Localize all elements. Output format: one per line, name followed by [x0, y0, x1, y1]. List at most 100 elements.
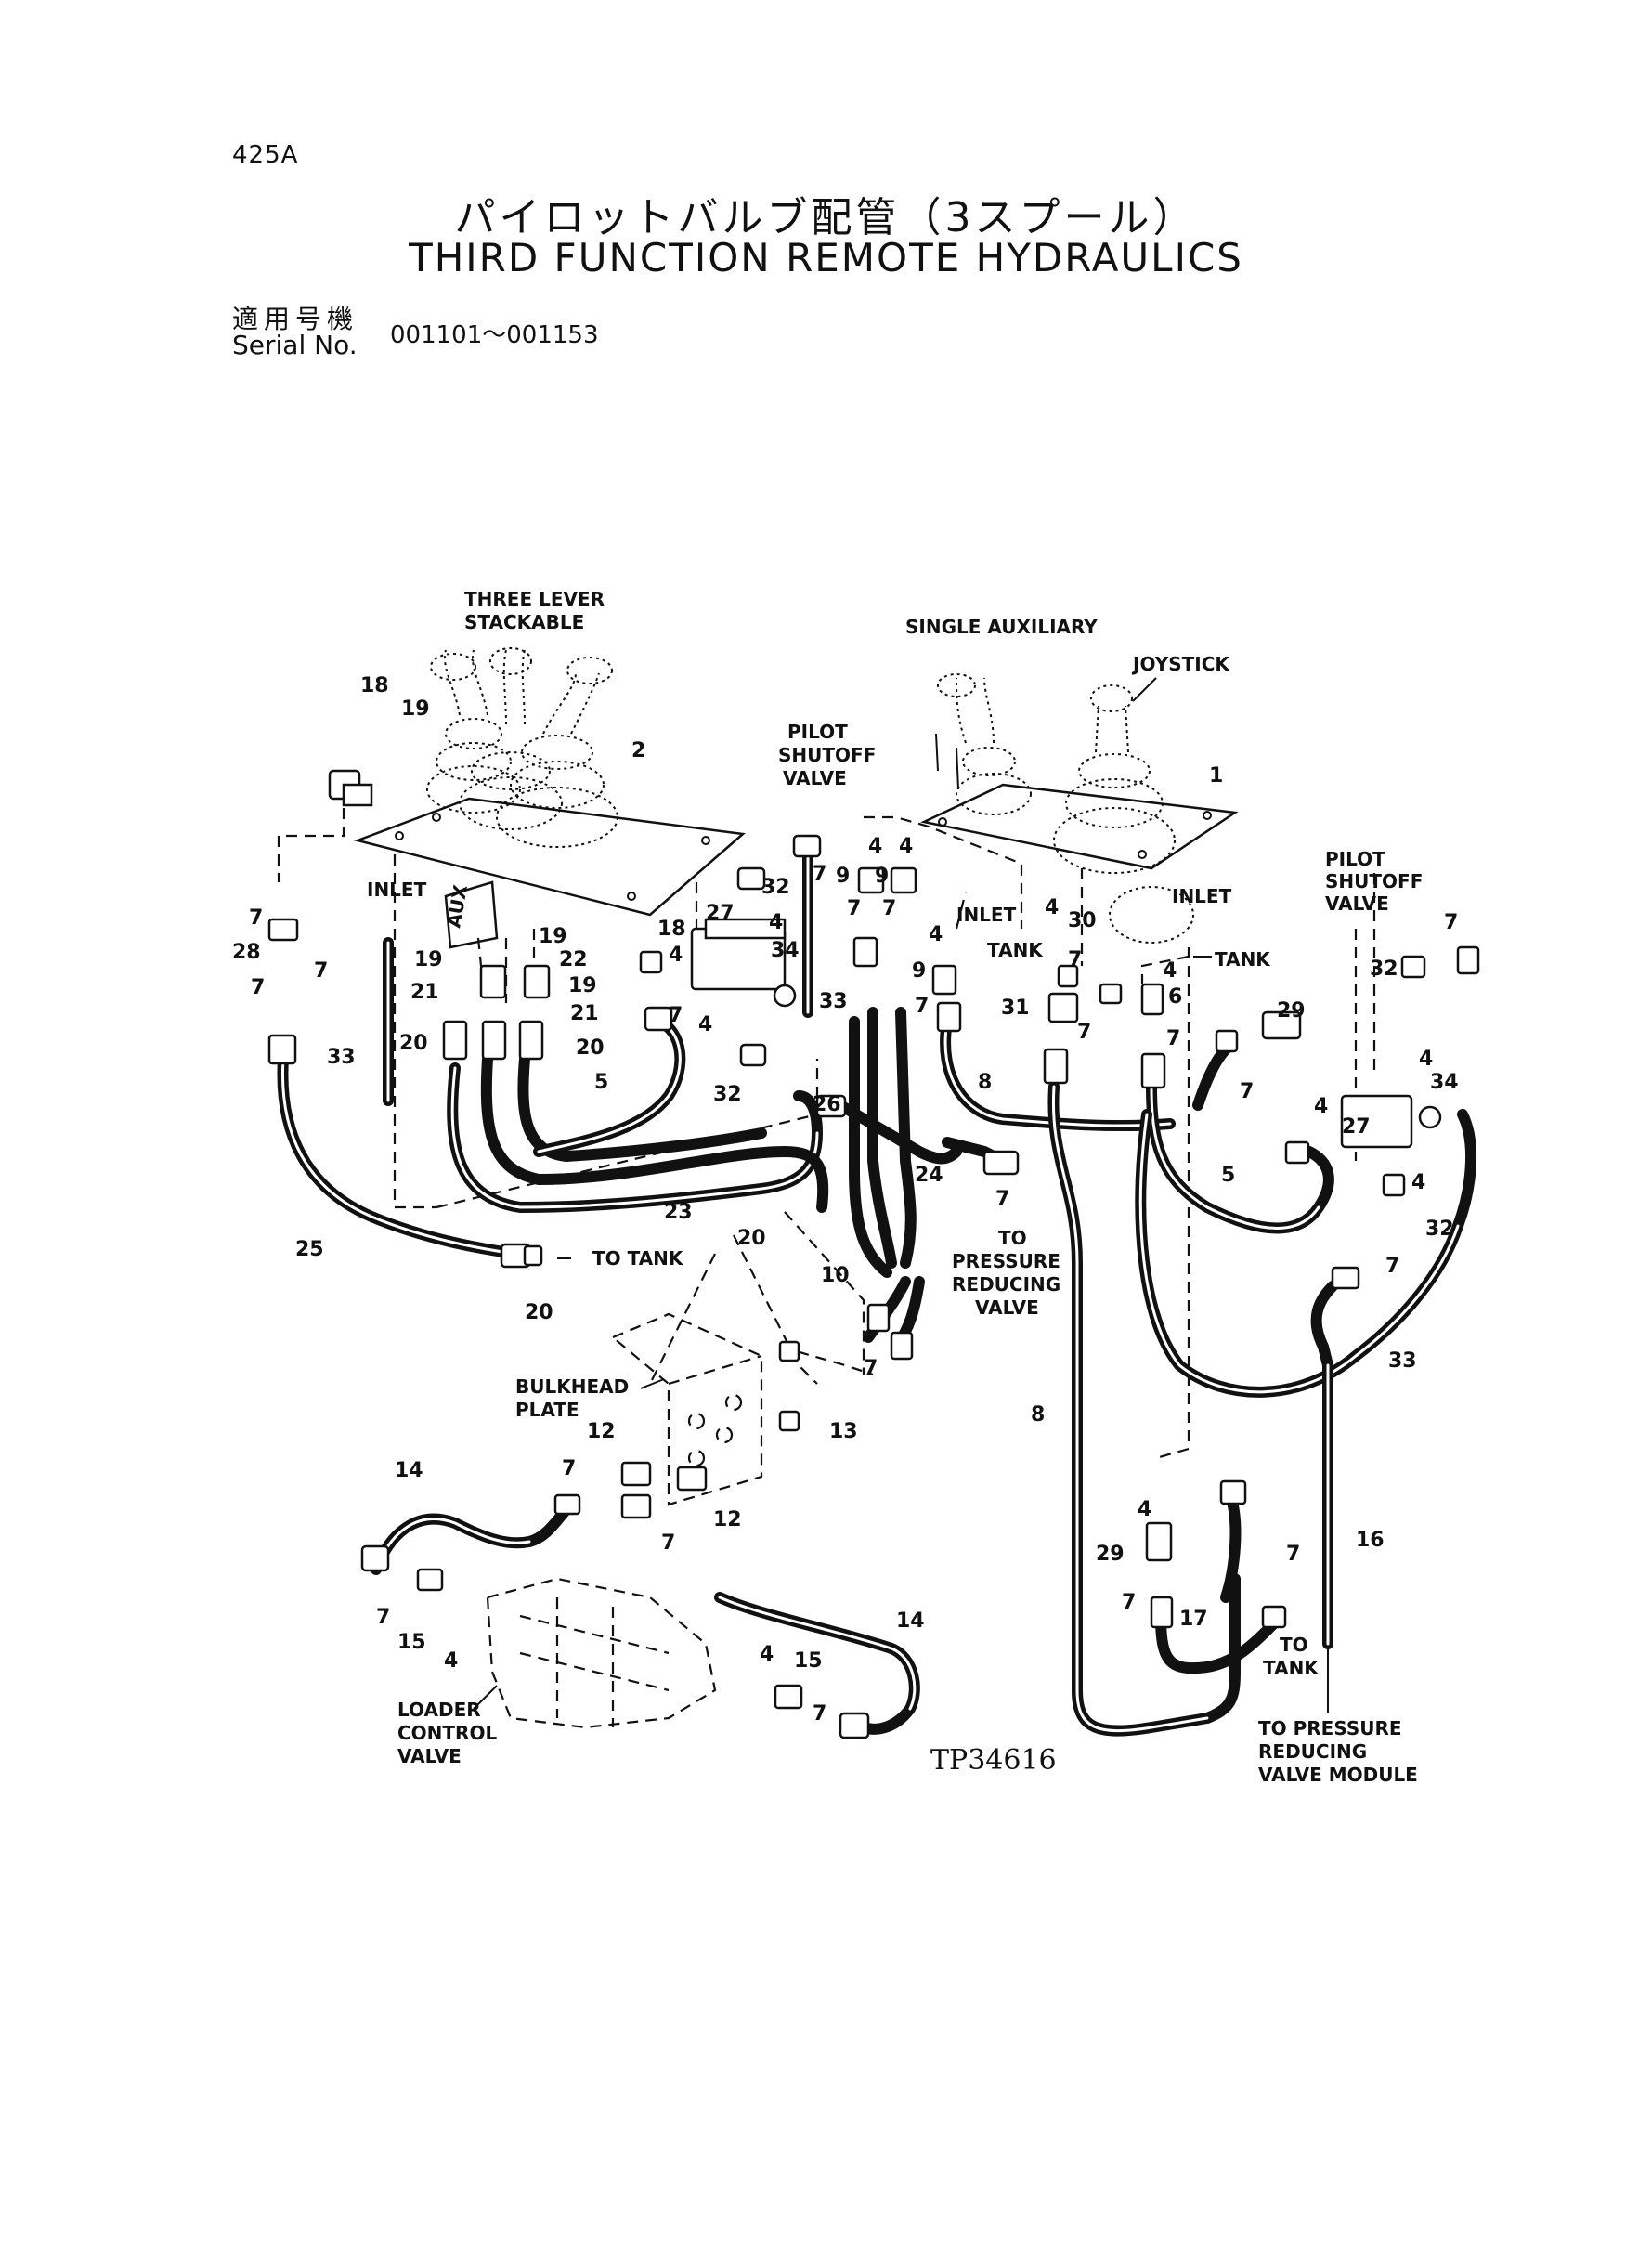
callout-inlet-right: INLET	[1172, 885, 1232, 907]
callout-to-tank-right-1: TO	[1280, 1634, 1308, 1656]
part-number: 4	[899, 835, 913, 858]
part-number: 7	[1166, 1027, 1180, 1050]
part-number: 5	[1221, 1164, 1235, 1187]
callout-pilot-shutoff-right-3: VALVE	[1325, 892, 1389, 915]
part-number: 9	[912, 959, 926, 983]
part-number: 21	[570, 1002, 599, 1025]
part-number: 33	[1388, 1349, 1417, 1373]
part-number: 4	[769, 911, 783, 934]
part-number: 8	[978, 1071, 992, 1094]
callout-to-tank-left: TO TANK	[592, 1247, 684, 1270]
bulkhead-plate	[610, 1312, 763, 1506]
part-number: 9	[836, 865, 850, 888]
part-number: 12	[713, 1508, 742, 1531]
callout-loader-2: CONTROL	[397, 1722, 497, 1744]
part-number: 34	[771, 939, 800, 962]
part-number: 33	[819, 990, 848, 1013]
part-number: 7	[1286, 1543, 1300, 1566]
part-number: 20	[399, 1032, 428, 1055]
callout-to-pressure-module-1: TO PRESSURE	[1258, 1717, 1402, 1739]
part-number: 4	[1163, 959, 1177, 983]
part-number: 4	[1419, 1048, 1433, 1071]
part-number: 20	[576, 1036, 605, 1060]
callout-three-lever-2: STACKABLE	[464, 611, 584, 633]
part-number: 25	[295, 1238, 324, 1261]
part-number: 4	[669, 944, 683, 967]
part-number: 7	[1077, 1021, 1091, 1044]
part-number: 21	[410, 981, 439, 1004]
part-number: 4	[698, 1013, 712, 1036]
part-number-callouts: 18 19 2 1 7 28 7 7 33 19 19 22 19 21 21 …	[232, 674, 1459, 1726]
part-number: 12	[587, 1420, 616, 1443]
part-number: 27	[1342, 1115, 1371, 1139]
serial-label-japanese: 適用号機	[232, 304, 359, 334]
part-number: 7	[251, 976, 265, 999]
part-number: 7	[562, 1457, 576, 1480]
part-number: 23	[664, 1201, 693, 1224]
part-number: 7	[661, 1531, 675, 1555]
part-number: 4	[1138, 1498, 1151, 1521]
callout-bulkhead-2: PLATE	[515, 1399, 579, 1421]
callout-to-pressure-4: VALVE	[975, 1296, 1039, 1319]
callout-to-pressure-2: PRESSURE	[952, 1250, 1060, 1272]
part-number: 14	[395, 1459, 423, 1482]
part-number: 19	[414, 948, 443, 971]
part-number: 4	[1314, 1095, 1328, 1118]
part-number: 33	[327, 1046, 356, 1069]
part-number: 32	[761, 876, 790, 899]
callout-three-lever-1: THREE LEVER	[464, 588, 605, 610]
part-number: 29	[1277, 999, 1306, 1023]
title-japanese: パイロットバルブ配管（3スプール）	[454, 194, 1198, 241]
title-english: THIRD FUNCTION REMOTE HYDRAULICS	[409, 235, 1243, 280]
part-number: 7	[376, 1606, 390, 1629]
callout-bulkhead-1: BULKHEAD	[515, 1375, 629, 1398]
part-number: 24	[915, 1164, 943, 1187]
callout-loader-1: LOADER	[397, 1699, 481, 1721]
callout-pilot-shutoff-left-1: PILOT	[787, 721, 848, 743]
part-number: 19	[401, 697, 430, 721]
part-number: 15	[794, 1649, 823, 1673]
part-number: 7	[1122, 1591, 1136, 1614]
part-number: 30	[1068, 909, 1097, 932]
part-number: 7	[249, 906, 263, 930]
part-number: 7	[669, 1004, 683, 1027]
callout-pilot-shutoff-left-2: SHUTOFF	[778, 744, 876, 766]
part-number: 5	[594, 1071, 608, 1094]
part-number: 32	[1370, 958, 1398, 981]
part-number: 29	[1096, 1543, 1125, 1566]
callout-inlet-left: INLET	[367, 879, 427, 901]
part-number: 18	[657, 918, 686, 941]
page-number: 425A	[232, 141, 299, 169]
part-number: 9	[875, 865, 889, 888]
part-number: 31	[1001, 997, 1030, 1020]
part-number: 4	[868, 835, 882, 858]
part-number: 2	[631, 739, 645, 762]
part-number: 7	[1240, 1080, 1254, 1103]
callout-pilot-shutoff-right-2: SHUTOFF	[1325, 870, 1423, 892]
callout-to-pressure-module-2: REDUCING	[1258, 1740, 1367, 1763]
callout-pilot-shutoff-right-1: PILOT	[1325, 848, 1385, 870]
callout-single-aux: SINGLE AUXILIARY	[905, 616, 1098, 638]
serial-label-english: Serial No.	[232, 330, 358, 360]
dashed-connections	[277, 808, 1376, 1460]
part-number: 7	[1444, 911, 1458, 934]
part-number: 20	[525, 1301, 553, 1324]
part-number: 4	[929, 923, 943, 946]
part-number: 8	[1031, 1403, 1045, 1427]
part-number: 7	[882, 897, 896, 920]
part-number: 7	[864, 1357, 878, 1380]
part-number: 4	[444, 1649, 458, 1673]
callout-to-tank-right-2: TANK	[1263, 1657, 1320, 1679]
part-number: 10	[821, 1264, 850, 1287]
part-number: 27	[706, 902, 735, 925]
serial-range: 001101～001153	[390, 321, 599, 349]
part-number: 7	[1385, 1255, 1399, 1278]
part-number: 19	[568, 974, 597, 997]
hose-lines	[277, 849, 1477, 1737]
part-number: 7	[915, 995, 929, 1018]
part-number: 6	[1168, 985, 1182, 1009]
part-number: 13	[829, 1420, 858, 1443]
part-number: 19	[539, 925, 567, 948]
part-number: 7	[813, 1702, 826, 1726]
